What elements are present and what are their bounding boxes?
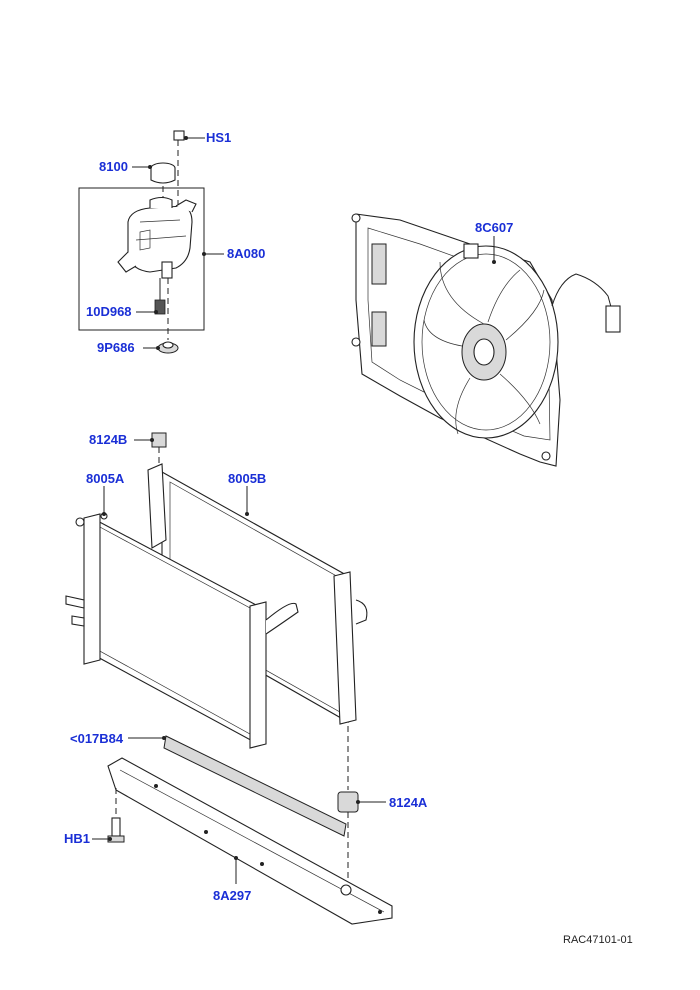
cap-8100 <box>150 162 176 198</box>
callout-8005a: 8005A <box>86 471 125 486</box>
callout-8a297: 8A297 <box>213 888 252 903</box>
lower-bush-8124a <box>337 726 359 890</box>
grommet-9p686 <box>157 278 179 354</box>
callout-8124b: 8124B <box>89 432 128 447</box>
callout-9p686: 9P686 <box>97 340 135 355</box>
level-sensor-10d968 <box>154 278 166 315</box>
callout-8005b: 8005B <box>228 471 267 486</box>
tank-group-box <box>78 187 205 331</box>
fan-shroud-8c607 <box>351 213 621 467</box>
callout-10d968: 10D968 <box>86 304 132 319</box>
callout-8124a: 8124A <box>389 795 428 810</box>
callout-hb1: HB1 <box>64 831 91 846</box>
radiator-8005a <box>65 512 299 749</box>
callout-hs1: HS1 <box>206 130 232 145</box>
figure-reference: RAC47101-01 <box>563 934 633 946</box>
callout-8100: 8100 <box>99 159 128 174</box>
leader-lines <box>92 136 496 884</box>
bolt-hb1 <box>107 788 125 843</box>
expansion-tank-8a080 <box>117 196 197 279</box>
upper-bush-8124b <box>151 432 167 470</box>
callout-8c607: 8C607 <box>475 220 514 235</box>
callout-8a080: 8A080 <box>227 246 266 261</box>
callout-017b84: <017B84 <box>70 731 124 746</box>
hose-clip-hs1 <box>173 130 185 205</box>
seal-strip-017b84 <box>163 735 347 837</box>
